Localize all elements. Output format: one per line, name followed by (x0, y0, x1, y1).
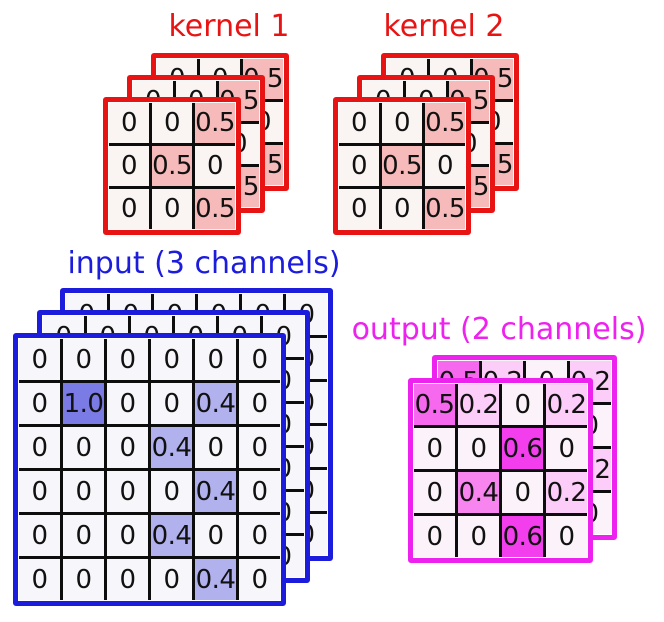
input-layer-3-cell-r3c4: 0.4 (151, 427, 195, 471)
input-title: input (3 channels) (67, 246, 341, 281)
kernel-1-layer-3-cell-r1c1: 0 (109, 103, 152, 146)
kernel-1-layer-3-cell-r2c2: 0.5 (152, 146, 195, 189)
output-layer-2-cell-r1c1: 0.5 (414, 384, 458, 428)
input-layer-3-cell-r3c3: 0 (107, 427, 151, 471)
kernel-2-layer-3-cell-r2c1: 0 (339, 146, 382, 189)
input-layer-3-cell-r6c6: 0 (239, 559, 280, 600)
kernel-2-layer-3-cell-r2c3: 0 (425, 146, 465, 189)
output-layer-2-cell-r2c2: 0 (458, 428, 502, 472)
input-layer-3-cell-r4c2: 0 (63, 471, 107, 515)
output-layer-2-cell-r2c3: 0.6 (502, 428, 546, 472)
output-title: output (2 channels) (351, 312, 647, 347)
input-layer-3-cell-r6c4: 0 (151, 559, 195, 600)
input-layer-3-cell-r2c2: 1.0 (63, 383, 107, 427)
input-layer-3-cell-r1c2: 0 (63, 339, 107, 383)
output-layer-2-cell-r1c3: 0 (502, 384, 546, 428)
input-layer-3-cell-r6c5: 0.4 (195, 559, 239, 600)
kernel-1-title: kernel 1 (168, 9, 290, 44)
input-layer-3-cell-r5c2: 0 (63, 515, 107, 559)
input-layer-3-cell-r2c6: 0 (239, 383, 280, 427)
output-layer-2-cell-r2c1: 0 (414, 428, 458, 472)
input-layer-3-cell-r5c5: 0 (195, 515, 239, 559)
input-layer-3-cell-r6c2: 0 (63, 559, 107, 600)
output-layer-2-cell-r4c1: 0 (414, 516, 458, 557)
kernel-2-layer-3-cell-r3c1: 0 (339, 189, 382, 229)
kernel-1-layer-3-cell-r2c1: 0 (109, 146, 152, 189)
input-layer-3-cell-r1c3: 0 (107, 339, 151, 383)
input-layer-3-cell-r2c4: 0 (151, 383, 195, 427)
output-layer-2-cell-r2c4: 0 (546, 428, 587, 472)
kernel-1-layer-3-cell-r3c1: 0 (109, 189, 152, 229)
kernel-2-layer-3-cell-r1c3: 0.5 (425, 103, 465, 146)
input-layer-3-cell-r1c1: 0 (19, 339, 63, 383)
kernel-2-layer-3-cell-r1c2: 0 (382, 103, 425, 146)
kernel-1-layer-3-cell-r1c2: 0 (152, 103, 195, 146)
input-layer-3-cell-r2c3: 0 (107, 383, 151, 427)
output-layer-2-cell-r4c2: 0 (458, 516, 502, 557)
input-layer-3-cell-r1c4: 0 (151, 339, 195, 383)
input-layer-3-cell-r1c5: 0 (195, 339, 239, 383)
kernel-1-layer-3-cell-r3c2: 0 (152, 189, 195, 229)
input-layer-3-cell-r2c1: 0 (19, 383, 63, 427)
output-layer-2-cell-r4c4: 0 (546, 516, 587, 557)
input-layer-3-cell-r6c1: 0 (19, 559, 63, 600)
input-layer-3-cell-r3c2: 0 (63, 427, 107, 471)
input-layer-3-cell-r4c1: 0 (19, 471, 63, 515)
output-layer-2-cell-r3c2: 0.4 (458, 472, 502, 516)
output-layer-2-cell-r3c4: 0.2 (546, 472, 587, 516)
output-layer-2-cell-r1c2: 0.2 (458, 384, 502, 428)
input-layer-3-cell-r5c4: 0.4 (151, 515, 195, 559)
kernel-2-layer-3-cell-r2c2: 0.5 (382, 146, 425, 189)
kernel-2-layer-3-cell-r3c3: 0.5 (425, 189, 465, 229)
kernel-1-layer-3-cell-r2c3: 0 (195, 146, 235, 189)
output-layer-2-cell-r4c3: 0.6 (502, 516, 546, 557)
kernel-2-layer-3-cell-r3c2: 0 (382, 189, 425, 229)
kernel-1-layer-3-cell-r1c3: 0.5 (195, 103, 235, 146)
output-layer-2-cell-r3c1: 0 (414, 472, 458, 516)
input-layer-3-cell-r2c5: 0.4 (195, 383, 239, 427)
input-layer-3-cell-r4c6: 0 (239, 471, 280, 515)
input-layer-3-cell-r4c5: 0.4 (195, 471, 239, 515)
output-layer-2-cell-r1c4: 0.2 (546, 384, 587, 428)
input-layer-3-cell-r5c3: 0 (107, 515, 151, 559)
input-layer-3-cell-r6c3: 0 (107, 559, 151, 600)
input-layer-3-cell-r4c4: 0 (151, 471, 195, 515)
output-layer-2-cell-r3c3: 0 (502, 472, 546, 516)
input-layer-3-cell-r3c6: 0 (239, 427, 280, 471)
input-layer-3-cell-r3c5: 0 (195, 427, 239, 471)
kernel-2-title: kernel 2 (383, 9, 505, 44)
input-layer-3-cell-r5c6: 0 (239, 515, 280, 559)
kernel-2-layer-3-cell-r1c1: 0 (339, 103, 382, 146)
input-layer-3-cell-r4c3: 0 (107, 471, 151, 515)
input-layer-3-cell-r5c1: 0 (19, 515, 63, 559)
input-layer-3-cell-r1c6: 0 (239, 339, 280, 383)
kernel-1-layer-3-cell-r3c3: 0.5 (195, 189, 235, 229)
input-layer-3-cell-r3c1: 0 (19, 427, 63, 471)
